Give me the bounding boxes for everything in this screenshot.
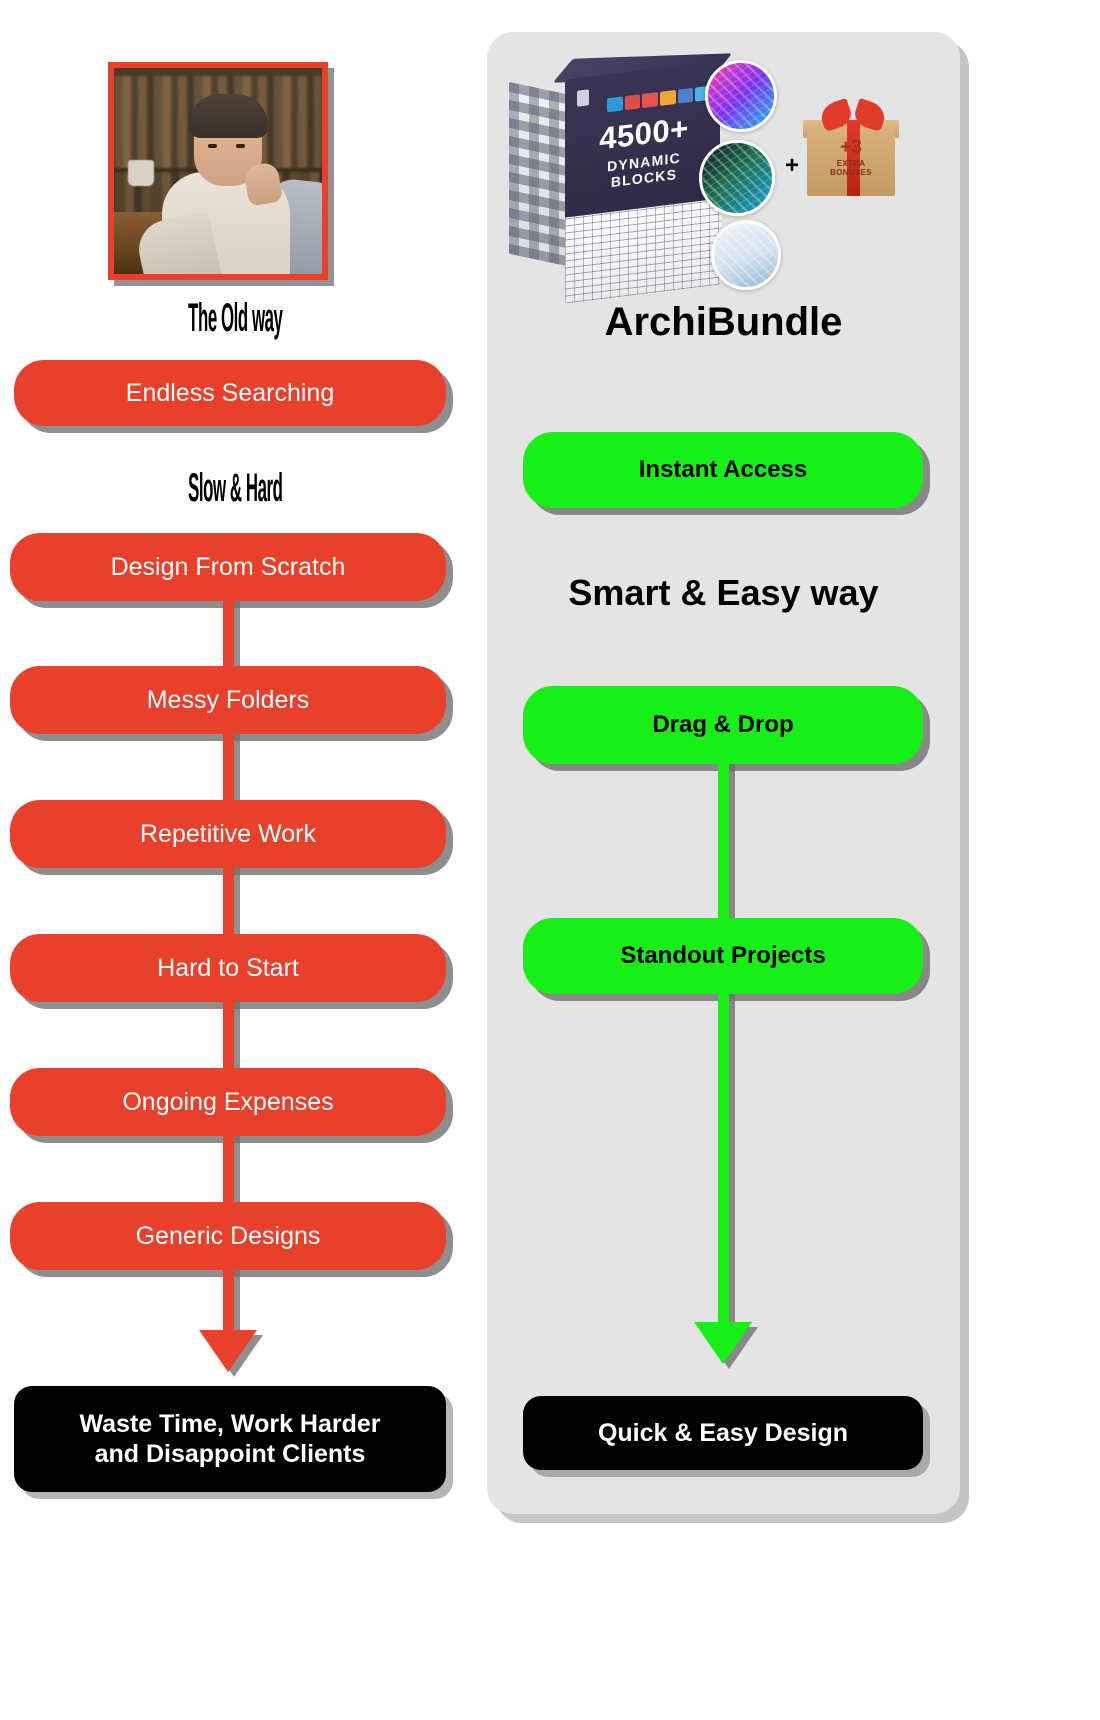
gift-ribbon (847, 120, 860, 196)
old-connector-2 (223, 734, 234, 800)
preview-bubble-2-art (702, 143, 772, 213)
photo-eye-right (236, 144, 245, 148)
old-way-column: The Old way Endless Searching Slow & Har… (0, 0, 470, 1720)
preview-bubble-1-art (708, 63, 774, 129)
old-connector-5 (223, 1136, 234, 1202)
old-step-design-from-scratch[interactable]: Design From Scratch (10, 533, 446, 601)
old-step-label: Endless Searching (125, 378, 335, 407)
old-step-label: Ongoing Expenses (122, 1087, 334, 1116)
old-outcome-box: Waste Time, Work Harder and Disappoint C… (14, 1386, 446, 1492)
archibundle-heading-text: ArchiBundle (604, 300, 843, 344)
new-connector-1 (718, 764, 729, 920)
new-arrow-head-icon (694, 1322, 752, 1364)
new-step-label: Standout Projects (620, 942, 826, 969)
old-step-hard-to-start[interactable]: Hard to Start (10, 934, 446, 1002)
old-step-messy-folders[interactable]: Messy Folders (10, 666, 446, 734)
photo-mug (128, 160, 154, 186)
bonus-line-1: EXTRA (836, 159, 866, 168)
old-connector-6 (223, 1270, 234, 1332)
product-artwork: 4500+ DYNAMIC BLOCKS + +3 EXTRA BONUSES (487, 48, 960, 304)
old-arrow-head-icon (199, 1330, 257, 1372)
new-step-instant-access[interactable]: Instant Access (523, 432, 923, 508)
bonus-gift-box: +3 EXTRA BONUSES (803, 98, 899, 198)
slow-and-hard-heading-text: Slow & Hard (187, 466, 283, 510)
old-connector-1 (223, 601, 234, 666)
new-outcome-box: Quick & Easy Design (523, 1396, 923, 1470)
new-way-column: ArchiBundle Instant Access Smart & Easy … (487, 0, 960, 1720)
old-step-generic-designs[interactable]: Generic Designs (10, 1202, 446, 1270)
preview-bubble-1 (705, 60, 777, 132)
old-step-label: Messy Folders (146, 685, 310, 714)
old-step-endless-searching[interactable]: Endless Searching (14, 360, 446, 426)
old-step-label: Design From Scratch (110, 552, 346, 581)
new-step-label: Instant Access (638, 456, 808, 483)
preview-bubble-3-art (714, 223, 778, 287)
archibundle-heading: ArchiBundle (487, 300, 960, 345)
frustrated-designer-photo (108, 62, 328, 280)
old-step-ongoing-expenses[interactable]: Ongoing Expenses (10, 1068, 446, 1136)
old-step-label: Repetitive Work (140, 819, 316, 848)
new-connector-2 (718, 994, 729, 1324)
old-outcome-line-1: Waste Time, Work Harder (79, 1409, 381, 1438)
old-way-heading: The Old way (0, 296, 470, 341)
photo-inner (114, 68, 322, 274)
plus-icon: + (785, 152, 800, 179)
bonus-count-label: +3 (840, 137, 862, 158)
old-connector-3 (223, 868, 234, 934)
new-step-label: Drag & Drop (652, 711, 794, 738)
old-outcome-line-2: and Disappoint Clients (94, 1440, 366, 1468)
photo-hair (188, 94, 268, 138)
smart-easy-heading-text: Smart & Easy way (568, 572, 879, 613)
old-connector-4 (223, 1002, 234, 1068)
old-step-repetitive-work[interactable]: Repetitive Work (10, 800, 446, 868)
preview-bubble-3 (711, 220, 781, 290)
new-outcome-label: Quick & Easy Design (597, 1418, 849, 1447)
slow-and-hard-heading: Slow & Hard (0, 466, 470, 511)
bonus-line-2: BONUSES (830, 168, 872, 178)
new-step-drag-and-drop[interactable]: Drag & Drop (523, 686, 923, 764)
new-step-standout-projects[interactable]: Standout Projects (523, 918, 923, 994)
bonus-text: EXTRA BONUSES (803, 159, 899, 177)
old-step-label: Hard to Start (157, 953, 299, 982)
photo-eye-left (208, 144, 217, 148)
old-step-label: Generic Designs (135, 1221, 321, 1250)
smart-easy-heading: Smart & Easy way (487, 572, 960, 614)
preview-bubble-2 (699, 140, 775, 216)
old-way-heading-text: The Old way (187, 296, 283, 340)
